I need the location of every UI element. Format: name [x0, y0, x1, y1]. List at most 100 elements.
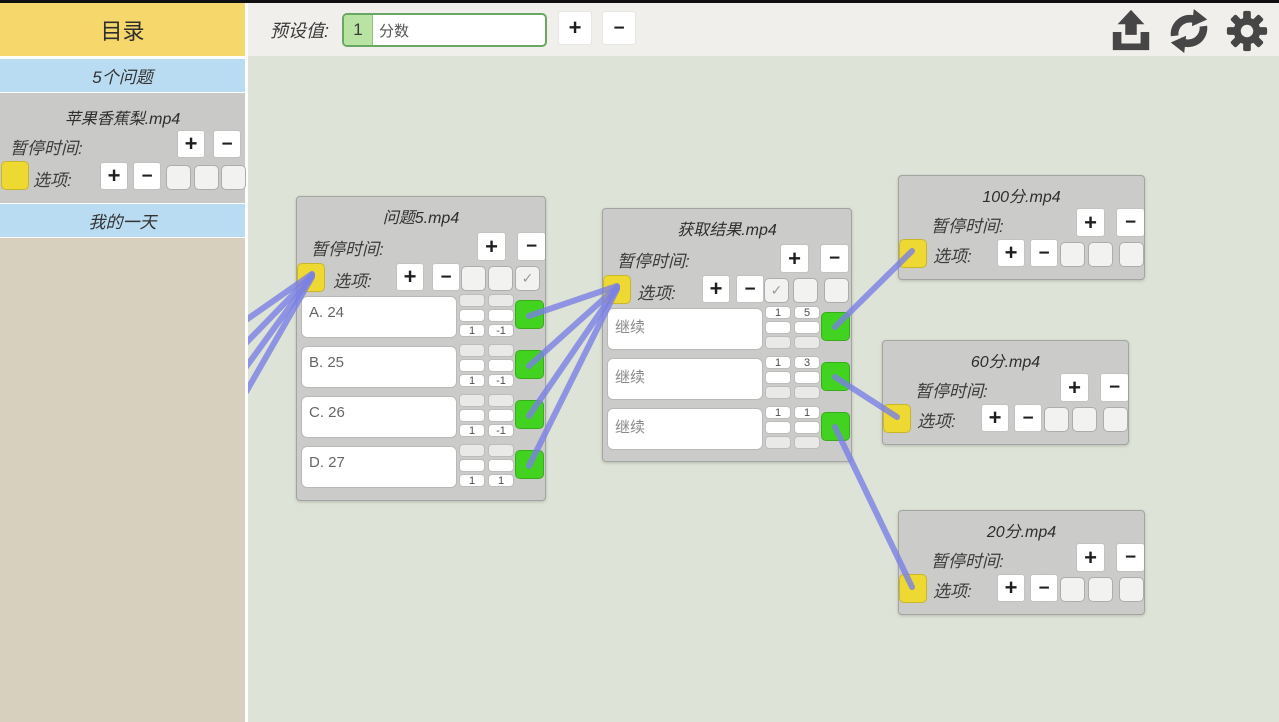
- export-icon[interactable]: [1106, 8, 1156, 54]
- score-checkbox-2[interactable]: [194, 165, 219, 190]
- score-value[interactable]: 3: [794, 356, 820, 369]
- preset-add-button[interactable]: +: [559, 12, 591, 44]
- option-text-input[interactable]: B. 25: [301, 346, 457, 388]
- score-value[interactable]: 5: [794, 306, 820, 319]
- score-checkbox-3[interactable]: [1119, 577, 1144, 602]
- score-value[interactable]: 1: [765, 306, 791, 319]
- score-box[interactable]: [794, 436, 820, 449]
- score-box[interactable]: [488, 309, 514, 322]
- option-text-input[interactable]: 继续: [607, 358, 763, 400]
- pause-minus-button[interactable]: −: [821, 245, 848, 272]
- option-remove-button[interactable]: −: [1031, 240, 1057, 266]
- score-checkbox-2[interactable]: [488, 266, 513, 291]
- score-value[interactable]: 1: [765, 406, 791, 419]
- preset-number-field[interactable]: 1: [344, 15, 373, 45]
- score-checkbox-3[interactable]: ✓: [515, 266, 540, 291]
- sidebar-item-5-questions[interactable]: 5个问题: [0, 58, 245, 93]
- refresh-icon[interactable]: [1164, 8, 1214, 54]
- node-input-connector[interactable]: [603, 275, 631, 304]
- option-text-input[interactable]: 继续: [607, 308, 763, 350]
- pause-minus-button[interactable]: −: [1117, 544, 1144, 571]
- pause-minus-button[interactable]: −: [518, 233, 545, 260]
- option-remove-button[interactable]: −: [737, 276, 763, 302]
- pause-minus-button[interactable]: −: [1101, 374, 1128, 401]
- score-box[interactable]: [459, 394, 485, 407]
- option-text-input[interactable]: D. 27: [301, 446, 457, 488]
- score-checkbox-1[interactable]: [1044, 407, 1069, 432]
- score-box[interactable]: [765, 371, 791, 384]
- node-input-connector[interactable]: [899, 574, 927, 603]
- node-score-100[interactable]: 100分.mp4 暂停时间: + − 选项: + −: [898, 175, 1145, 280]
- option-output-connector[interactable]: [515, 400, 544, 429]
- node-input-connector[interactable]: [899, 239, 927, 268]
- option-add-button[interactable]: +: [101, 163, 127, 189]
- score-checkbox-1[interactable]: [1060, 242, 1085, 267]
- score-value[interactable]: 1: [459, 474, 485, 487]
- score-value[interactable]: 1: [459, 374, 485, 387]
- pause-minus-button[interactable]: −: [1117, 209, 1144, 236]
- score-checkbox-3[interactable]: [1119, 242, 1144, 267]
- option-remove-button[interactable]: −: [134, 163, 160, 189]
- pause-plus-button[interactable]: +: [781, 245, 808, 272]
- score-checkbox-2[interactable]: [793, 278, 818, 303]
- score-box[interactable]: [488, 409, 514, 422]
- score-box[interactable]: [459, 459, 485, 472]
- option-remove-button[interactable]: −: [1031, 575, 1057, 601]
- score-checkbox-1[interactable]: [1060, 577, 1085, 602]
- score-box[interactable]: [794, 336, 820, 349]
- score-box[interactable]: [794, 371, 820, 384]
- option-remove-button[interactable]: −: [433, 264, 459, 290]
- node-input-connector[interactable]: [297, 263, 325, 292]
- score-box[interactable]: [488, 394, 514, 407]
- score-box[interactable]: [459, 294, 485, 307]
- score-box[interactable]: [488, 459, 514, 472]
- score-box[interactable]: [488, 294, 514, 307]
- sidebar-item-my-day[interactable]: 我的一天: [0, 203, 245, 238]
- score-value[interactable]: -1: [488, 424, 514, 437]
- score-box[interactable]: [488, 344, 514, 357]
- score-box[interactable]: [459, 359, 485, 372]
- pause-plus-button[interactable]: +: [178, 131, 204, 157]
- gear-icon[interactable]: [1222, 8, 1272, 54]
- pause-plus-button[interactable]: +: [1077, 544, 1104, 571]
- option-text-input[interactable]: 继续: [607, 408, 763, 450]
- option-add-button[interactable]: +: [703, 276, 729, 302]
- option-add-button[interactable]: +: [982, 405, 1008, 431]
- score-box[interactable]: [488, 444, 514, 457]
- preset-name-input[interactable]: 分数: [379, 22, 410, 40]
- score-box[interactable]: [488, 359, 514, 372]
- score-checkbox-1[interactable]: ✓: [764, 278, 789, 303]
- pause-plus-button[interactable]: +: [478, 233, 505, 260]
- score-checkbox-2[interactable]: [1088, 577, 1113, 602]
- score-box[interactable]: [765, 336, 791, 349]
- score-checkbox-2[interactable]: [1072, 407, 1097, 432]
- option-remove-button[interactable]: −: [1015, 405, 1041, 431]
- node-input-connector[interactable]: [883, 404, 911, 433]
- score-value[interactable]: 1: [459, 424, 485, 437]
- score-checkbox-1[interactable]: [166, 165, 191, 190]
- pause-plus-button[interactable]: +: [1061, 374, 1088, 401]
- score-box[interactable]: [794, 386, 820, 399]
- node-score-20[interactable]: 20分.mp4 暂停时间: + − 选项: + −: [898, 510, 1145, 615]
- node-question5[interactable]: 问题5.mp4 暂停时间: + − 选项: + − ✓ A. 24 1 -1 B…: [296, 196, 546, 501]
- score-value[interactable]: 1: [765, 356, 791, 369]
- preset-remove-button[interactable]: −: [603, 12, 635, 44]
- score-value[interactable]: 1: [794, 406, 820, 419]
- option-add-button[interactable]: +: [397, 264, 423, 290]
- score-box[interactable]: [765, 321, 791, 334]
- option-output-connector[interactable]: [515, 450, 544, 479]
- option-output-connector[interactable]: [821, 362, 850, 391]
- score-value[interactable]: -1: [488, 324, 514, 337]
- node-get-result[interactable]: 获取结果.mp4 暂停时间: + − 选项: + − ✓ 继续 1 5 继续 1…: [602, 208, 852, 462]
- option-add-button[interactable]: +: [998, 575, 1024, 601]
- score-value[interactable]: 1: [459, 324, 485, 337]
- score-box[interactable]: [459, 309, 485, 322]
- option-output-connector[interactable]: [821, 312, 850, 341]
- score-checkbox-1[interactable]: [461, 266, 486, 291]
- score-value[interactable]: -1: [488, 374, 514, 387]
- score-box[interactable]: [765, 421, 791, 434]
- score-box[interactable]: [459, 444, 485, 457]
- score-checkbox-3[interactable]: [824, 278, 849, 303]
- score-box[interactable]: [765, 436, 791, 449]
- score-box[interactable]: [459, 344, 485, 357]
